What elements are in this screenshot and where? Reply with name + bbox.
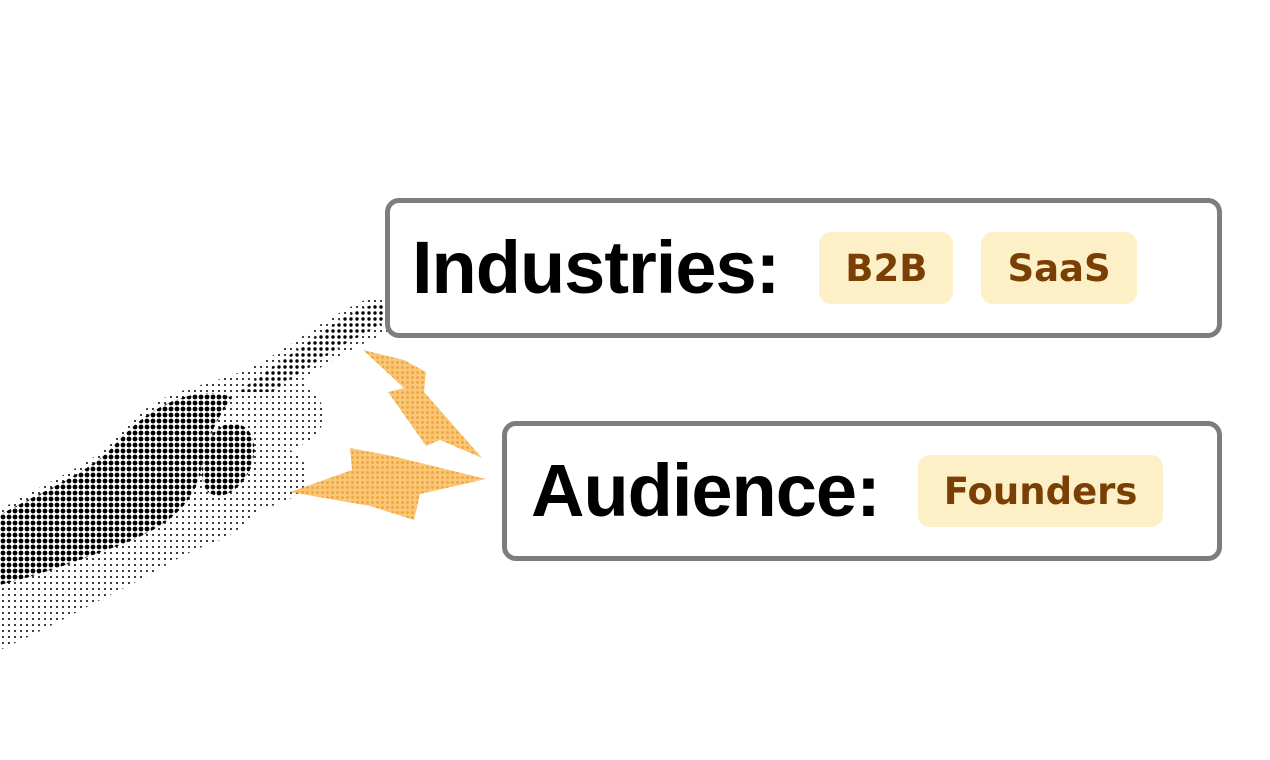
- pointing-hand-icon: [0, 295, 486, 650]
- hand-shadow-shape: [0, 392, 232, 585]
- tag-founders[interactable]: Founders: [917, 455, 1164, 527]
- lightning-bolt-icon: [363, 350, 482, 458]
- audience-tag-list: Founders: [917, 455, 1164, 527]
- industries-card: Industries: B2B SaaS: [385, 198, 1222, 338]
- finger-shading: [238, 302, 404, 392]
- tag-saas[interactable]: SaaS: [981, 232, 1137, 304]
- lightning-bolt-icon: [290, 448, 486, 520]
- tag-b2b[interactable]: B2B: [819, 232, 954, 304]
- industries-label: Industries:: [412, 226, 780, 309]
- audience-card: Audience: Founders: [502, 421, 1222, 561]
- industries-tag-list: B2B SaaS: [819, 232, 1137, 304]
- audience-label: Audience:: [531, 449, 881, 532]
- knuckle-shading: [201, 423, 255, 496]
